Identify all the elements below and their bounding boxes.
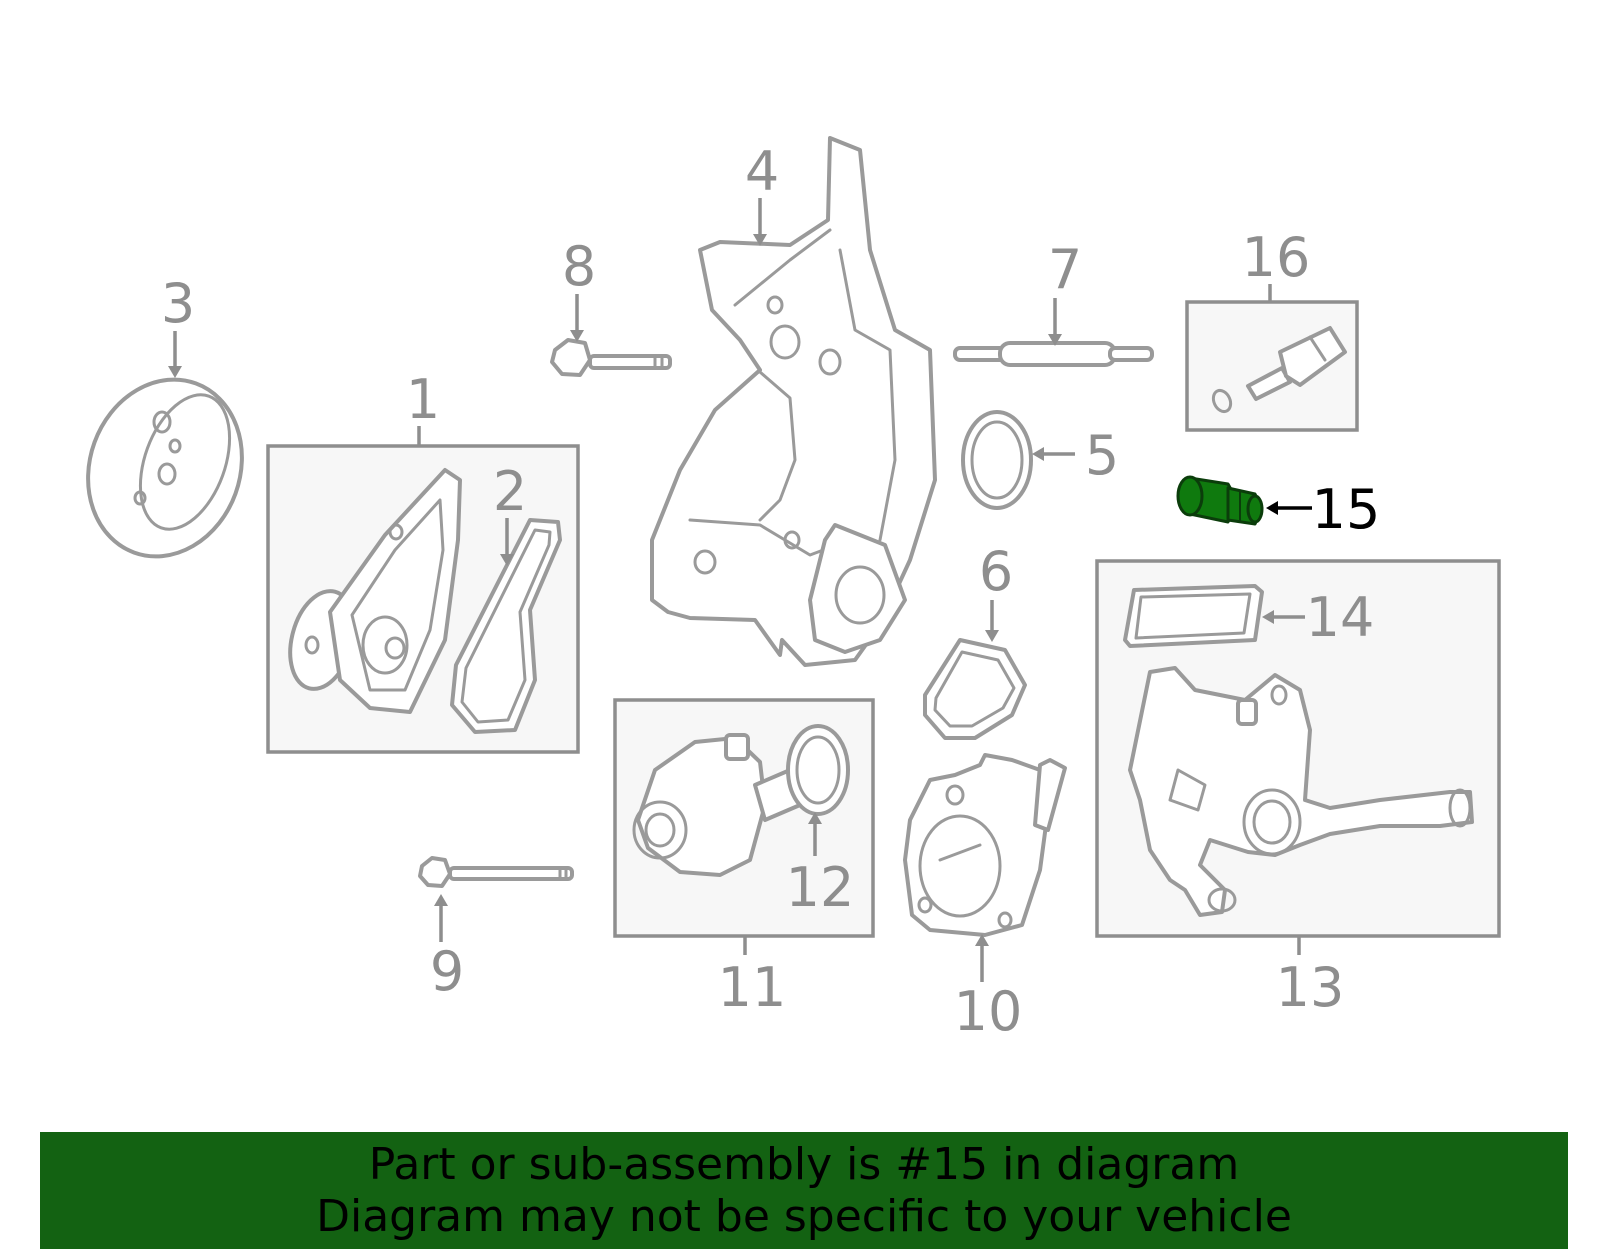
subassembly-box-16 bbox=[1185, 300, 1359, 432]
callout-10: 10 bbox=[954, 980, 1023, 1043]
part-8-bolt bbox=[550, 338, 672, 377]
info-banner: Part or sub-assembly is #15 in diagram D… bbox=[40, 1132, 1568, 1249]
callout-13: 13 bbox=[1276, 956, 1345, 1019]
part-5-o-ring bbox=[961, 410, 1033, 510]
part-9-bolt bbox=[418, 856, 574, 888]
callout-16: 16 bbox=[1242, 226, 1311, 289]
part-7-stud bbox=[953, 341, 1154, 367]
callout-15: 15 bbox=[1312, 478, 1381, 541]
callout-4: 4 bbox=[745, 140, 779, 203]
banner-line-1: Part or sub-assembly is #15 in diagram bbox=[368, 1138, 1240, 1190]
callout-7: 7 bbox=[1048, 238, 1082, 301]
leader-lines bbox=[168, 198, 1312, 982]
callout-3: 3 bbox=[161, 272, 195, 335]
part-15-sensor-highlighted bbox=[1176, 475, 1264, 526]
part-3-pulley bbox=[86, 377, 244, 559]
callout-14: 14 bbox=[1306, 586, 1375, 649]
callout-5: 5 bbox=[1085, 424, 1119, 487]
part-11-thermostat bbox=[632, 733, 802, 877]
callout-6: 6 bbox=[979, 540, 1013, 603]
part-6-gasket bbox=[923, 638, 1027, 740]
callout-11: 11 bbox=[718, 956, 787, 1019]
callout-2: 2 bbox=[493, 460, 527, 523]
part-14-gasket bbox=[1123, 584, 1264, 648]
part-2-gasket bbox=[450, 518, 562, 734]
part-16-sensor bbox=[1211, 326, 1347, 414]
banner-line-2: Diagram may not be specific to your vehi… bbox=[316, 1190, 1292, 1242]
callout-1: 1 bbox=[406, 368, 440, 431]
part-10-thermostat-housing bbox=[903, 753, 1067, 937]
part-13-water-outlet bbox=[1128, 666, 1474, 917]
part-12-seal bbox=[786, 724, 850, 816]
part-1-water-pump bbox=[288, 468, 462, 714]
part-4-engine-bracket bbox=[650, 136, 937, 667]
callout-12: 12 bbox=[786, 856, 855, 919]
parts-diagram: 3 1 2 4 8 7 16 5 15 6 14 12 9 11 10 13 bbox=[86, 136, 1501, 1043]
callout-9: 9 bbox=[430, 940, 464, 1003]
callout-8: 8 bbox=[562, 235, 596, 298]
